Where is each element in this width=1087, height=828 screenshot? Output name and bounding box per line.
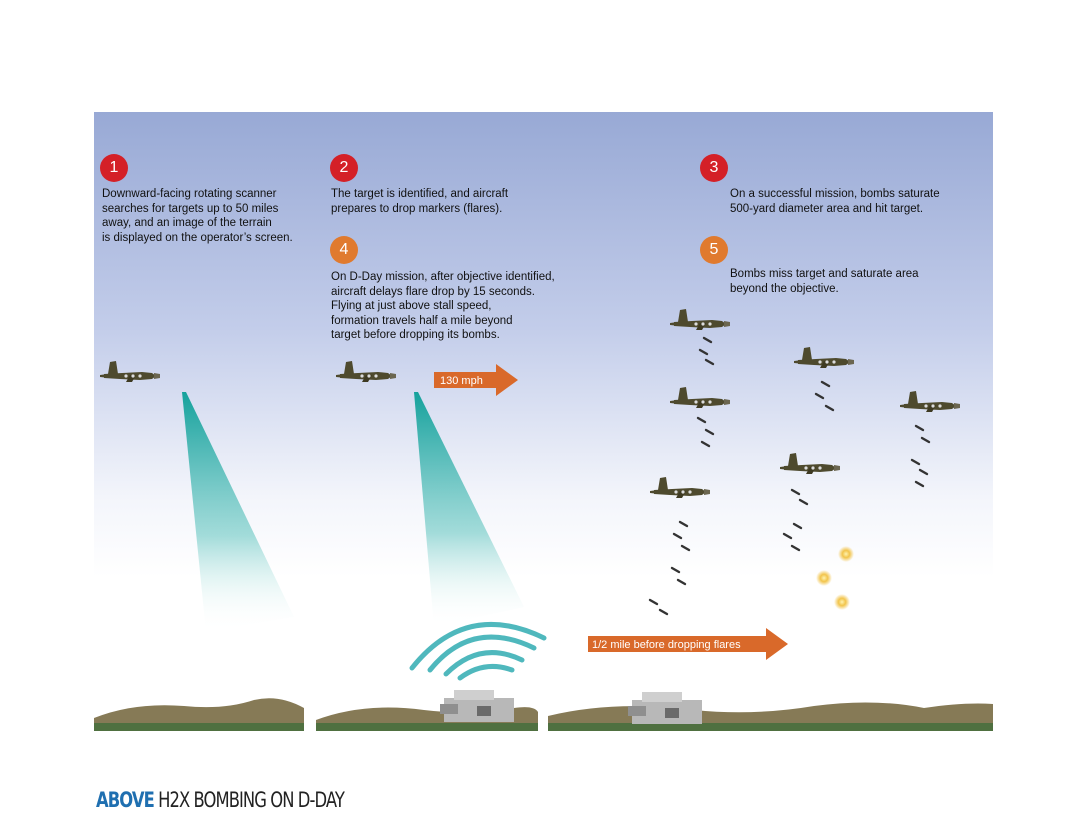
text-line: The target is identified, and aircraft bbox=[331, 188, 509, 200]
falling-bombs bbox=[648, 336, 931, 616]
diagram-panel: 130 mph 1/2 mile before dropping flares … bbox=[94, 112, 993, 732]
text-line: is displayed on the operator’s screen. bbox=[102, 231, 293, 244]
text-line: beyond the objective. bbox=[730, 282, 839, 295]
step-number-badge: 1 bbox=[100, 154, 128, 182]
step-number-badge: 5 bbox=[700, 236, 728, 264]
text-line: away, and an image of the terrain bbox=[102, 217, 272, 229]
bunker-right bbox=[628, 692, 702, 724]
step-description: Bombs miss target and saturate area beyo… bbox=[730, 267, 919, 296]
text-line: 500-yard diameter area and hit target. bbox=[730, 202, 924, 215]
step-description: On a successful mission, bombs saturate … bbox=[730, 187, 940, 216]
text-line: Bombs miss target and saturate area bbox=[730, 268, 919, 280]
sky-background bbox=[94, 112, 993, 732]
text-line: searches for targets up to 50 miles bbox=[102, 202, 279, 215]
scan-beam-2 bbox=[414, 392, 524, 627]
step-description: The target is identified, and aircraft p… bbox=[331, 187, 508, 216]
scan-beam-1 bbox=[182, 392, 294, 632]
text-line: On D-Day mission, after objective identi… bbox=[331, 271, 555, 283]
figure-caption: ABOVE H2X BOMBING ON D-DAY bbox=[96, 788, 345, 812]
text-line: aircraft delays flare drop by 15 seconds… bbox=[331, 285, 535, 298]
bunker-middle bbox=[440, 690, 514, 722]
text-line: target before dropping its bombs. bbox=[331, 329, 500, 341]
step-description: On D-Day mission, after objective identi… bbox=[331, 270, 555, 343]
signal-waves bbox=[409, 621, 547, 681]
distance-arrow: 1/2 mile before dropping flares bbox=[588, 628, 788, 660]
speed-arrow: 130 mph bbox=[434, 364, 518, 396]
caption-title: H2X BOMBING ON D-DAY bbox=[158, 788, 345, 812]
flares bbox=[816, 546, 854, 610]
text-line: Downward-facing rotating scanner bbox=[102, 188, 277, 200]
step-description: Downward-facing rotating scanner searche… bbox=[102, 187, 293, 245]
text-line: Flying at just above stall speed, bbox=[331, 300, 492, 312]
text-line: prepares to drop markers (flares). bbox=[331, 202, 503, 215]
illustration: 130 mph 1/2 mile before dropping flares bbox=[94, 112, 993, 732]
text-line: formation travels half a mile beyond bbox=[331, 314, 513, 327]
step-number-badge: 4 bbox=[330, 236, 358, 264]
caption-lead: ABOVE bbox=[96, 788, 155, 812]
text-line: On a successful mission, bombs saturate bbox=[730, 188, 940, 200]
step-number-badge: 3 bbox=[700, 154, 728, 182]
speed-label: 130 mph bbox=[440, 375, 483, 387]
distance-label: 1/2 mile before dropping flares bbox=[592, 639, 741, 651]
ground-left bbox=[94, 698, 304, 731]
step-number-badge: 2 bbox=[330, 154, 358, 182]
